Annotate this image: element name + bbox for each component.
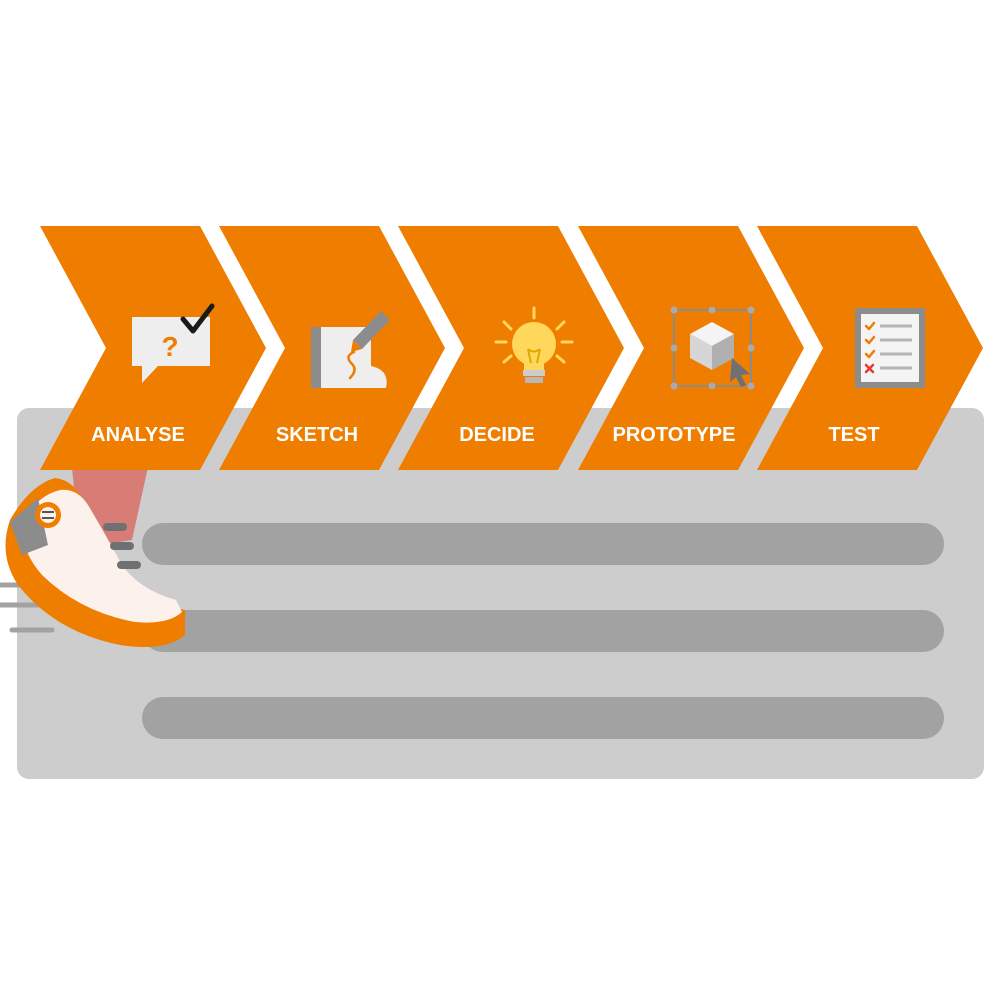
step-sketch: SKETCH: [219, 226, 445, 470]
step-chevron: [398, 226, 624, 470]
step-label: PROTOTYPE: [613, 424, 736, 446]
checklist-icon: [855, 308, 925, 388]
step-label: SKETCH: [276, 424, 358, 446]
step-test: TEST: [757, 226, 983, 470]
prototype-cube-icon: [670, 306, 755, 390]
board-panel: [17, 408, 984, 779]
step-analyse: ? ANALYSE: [40, 226, 266, 470]
step-decide: DECIDE: [398, 226, 624, 470]
step-prototype: PROTOTYPE: [578, 226, 804, 470]
step-label: TEST: [828, 424, 879, 446]
lightbulb-icon: [494, 306, 574, 383]
board-bar: [142, 610, 944, 652]
running-shoe-icon: [0, 458, 185, 648]
step-label: ANALYSE: [91, 424, 185, 446]
board-bar: [142, 523, 944, 565]
step-label: DECIDE: [459, 424, 535, 446]
board-bar: [142, 697, 944, 739]
svg-text:?: ?: [161, 331, 178, 362]
question-check-icon: ?: [132, 303, 215, 383]
sketch-pad-icon: [311, 311, 390, 388]
